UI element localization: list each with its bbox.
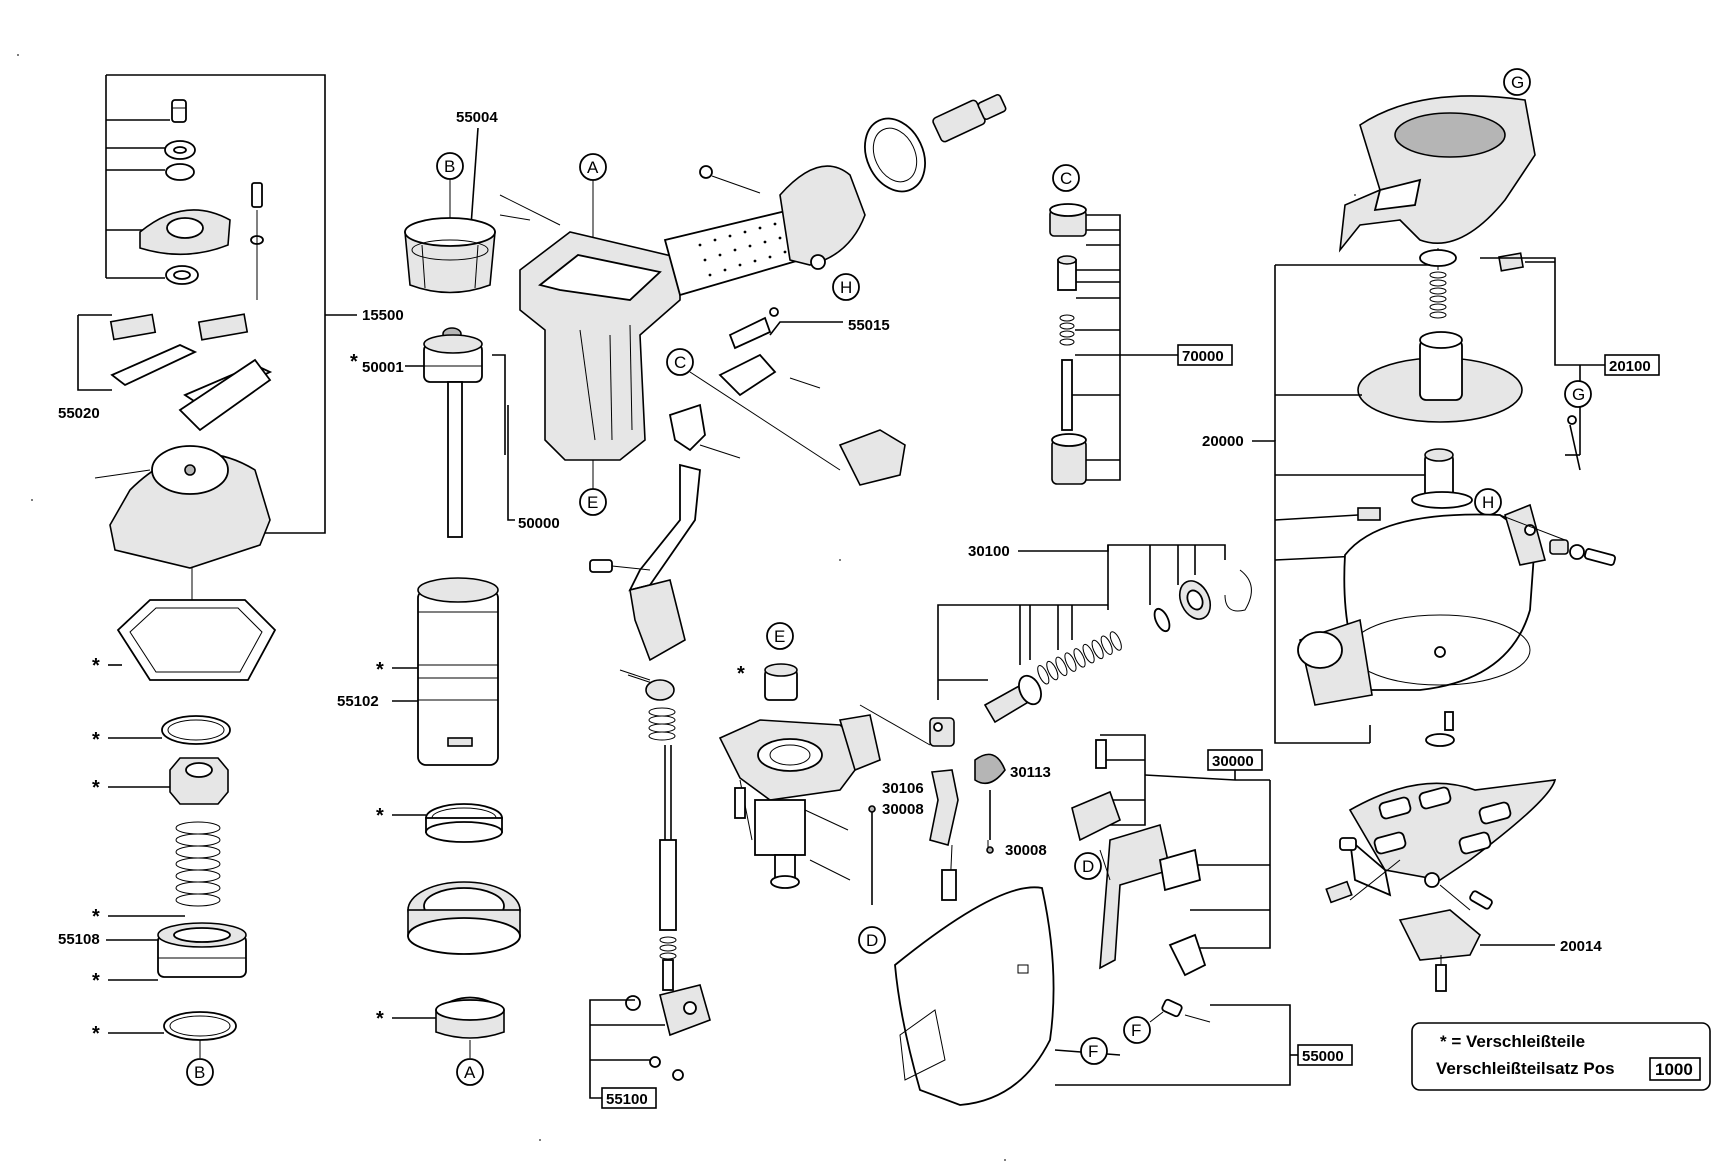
part-label-30113: 30113 — [1010, 764, 1051, 781]
part-label-55102: 55102 — [337, 693, 379, 710]
legend-wear-kit: Verschleißteilsatz Pos — [1436, 1059, 1615, 1078]
latch-assembly-30000: 30000 D F 55000 F — [894, 734, 1353, 1106]
ref-D-right: D — [1082, 857, 1094, 876]
part-label-30000: 30000 — [1212, 753, 1254, 770]
ref-H-left: H — [840, 278, 852, 297]
part-label-55015: 55015 — [848, 317, 890, 334]
nose-assembly: E * — [718, 622, 931, 889]
legend-box: * = Verschleißteile Verschleißteilsatz P… — [1411, 1022, 1711, 1091]
ref-G-right: G — [1572, 385, 1585, 404]
ref-H-right: H — [1482, 493, 1494, 512]
valve-assembly-70000: C 70000 — [1049, 164, 1233, 485]
ref-A-top: A — [587, 158, 599, 177]
ref-G-top: G — [1511, 73, 1524, 92]
wear-star: * — [92, 970, 100, 992]
part-label-50001: 50001 — [362, 359, 404, 376]
wear-star: * — [92, 1023, 100, 1045]
ref-D-center: D — [866, 931, 878, 950]
trigger-assembly: 55015 C 5 — [589, 307, 906, 1109]
part-label-20100: 20100 — [1609, 358, 1651, 375]
ref-E-left: E — [587, 493, 598, 512]
part-label-15500: 15500 — [362, 307, 404, 324]
wear-star: * — [376, 659, 384, 681]
part-label-55004: 55004 — [456, 109, 498, 126]
part-label-55100: 55100 — [606, 1091, 648, 1108]
part-label-20000: 20000 — [1202, 433, 1244, 450]
wear-star: * — [92, 777, 100, 799]
part-label-70000: 70000 — [1182, 348, 1224, 365]
ref-E-center: E — [774, 627, 785, 646]
part-label-30100: 30100 — [968, 543, 1010, 560]
magazine-assembly: G 20100 G 20000 — [1202, 68, 1660, 992]
part-label-50000: 50000 — [518, 515, 560, 532]
part-label-30008-left: 30008 — [882, 801, 924, 818]
part-label-30008-right: 30008 — [1005, 842, 1047, 859]
ref-B-bottom: B — [194, 1063, 205, 1082]
part-label-55020: 55020 — [58, 405, 100, 422]
ref-A-bottom: A — [464, 1063, 476, 1082]
wear-star: * — [92, 655, 100, 677]
wear-star: * — [737, 663, 745, 685]
left-assembly: 15500 55020 * — [58, 74, 404, 1086]
wear-star: * — [376, 1008, 384, 1030]
ref-F-left: F — [1088, 1042, 1098, 1061]
main-housing: A H E — [499, 93, 1007, 516]
scan-dots — [17, 54, 1356, 1161]
wear-star: * — [376, 805, 384, 827]
ref-C-right: C — [1060, 169, 1072, 188]
part-label-55108: 55108 — [58, 931, 100, 948]
ref-B-top: B — [444, 157, 455, 176]
magazine-feed-assembly: 30100 30106 30008 — [858, 543, 1252, 954]
ref-C-left: C — [674, 353, 686, 372]
wear-star: * — [92, 906, 100, 928]
part-label-55000: 55000 — [1302, 1048, 1344, 1065]
cylinder-assembly: 55004 B * 50001 50000 * 55102 — [337, 109, 561, 1086]
ref-F-right: F — [1131, 1021, 1141, 1040]
wear-star: * — [350, 351, 358, 373]
part-label-30106: 30106 — [882, 780, 924, 797]
part-label-20014: 20014 — [1560, 938, 1602, 955]
legend-wear-kit-number: 1000 — [1655, 1060, 1693, 1079]
legend-wear-parts: * = Verschleißteile — [1440, 1032, 1585, 1051]
wear-star: * — [92, 729, 100, 751]
